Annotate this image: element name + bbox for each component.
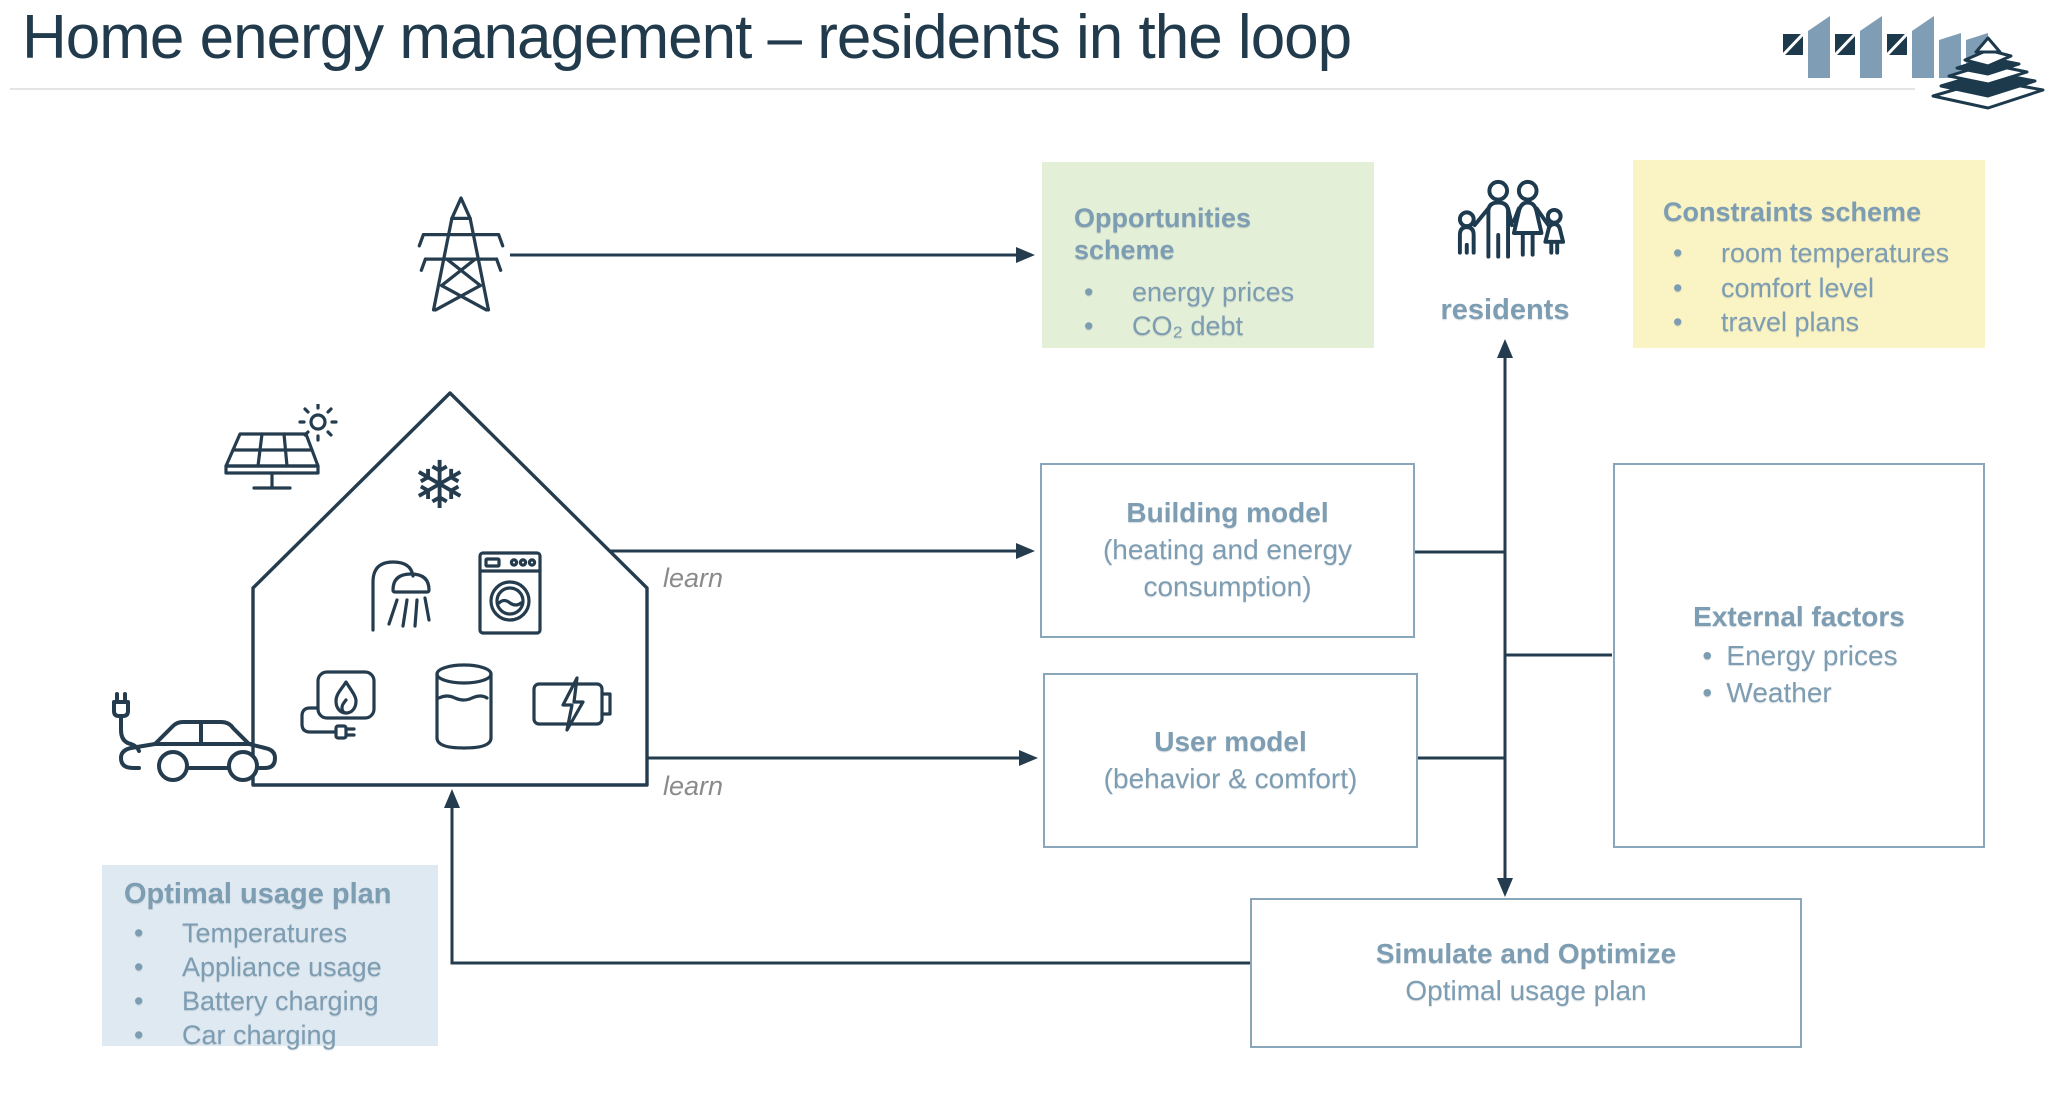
- water-tank-icon: [435, 663, 493, 750]
- arrow-feedback-to-house: [444, 789, 1250, 965]
- bullet-item: room temperatures: [1663, 236, 1967, 271]
- snowflake-icon: ❄: [412, 448, 468, 522]
- building-model-box: Building model (heating and energy consu…: [1040, 463, 1415, 638]
- external-factors-bullets: Energy pricesWeather: [1700, 638, 1897, 712]
- heater-plug-icon: [300, 670, 376, 740]
- opportunities-bullets: energy pricesCO₂ debt: [1074, 275, 1356, 344]
- simulate-optimize-subtitle: Optimal usage plan: [1405, 975, 1647, 1006]
- constraints-bullets: room temperaturescomfort leveltravel pla…: [1663, 236, 1967, 340]
- constraints-title: Constraints scheme: [1663, 197, 1922, 227]
- washing-machine-icon: [478, 551, 542, 635]
- bullet-item: Energy prices: [1700, 638, 1897, 675]
- learn-label-bottom: learn: [663, 771, 724, 801]
- simulate-optimize-title: Simulate and Optimize: [1375, 938, 1677, 970]
- bullet-item: energy prices: [1074, 275, 1356, 310]
- simulate-optimize-box: Simulate and Optimize Optimal usage plan: [1250, 898, 1802, 1048]
- user-model-box: User model (behavior & comfort): [1043, 673, 1418, 848]
- optimal-usage-plan-title: Optimal usage plan: [124, 878, 392, 910]
- bullet-item: Appliance usage: [124, 950, 424, 984]
- pyramid-logo-icon: [1931, 36, 2045, 110]
- bullet-item: Battery charging: [124, 984, 424, 1018]
- building-model-subtitle: (heating and energy consumption): [1102, 534, 1353, 602]
- title-divider: [10, 88, 1915, 90]
- house-icon: [251, 391, 649, 787]
- electric-car-icon: [112, 692, 277, 782]
- optimal-usage-plan-bullets: TemperaturesAppliance usageBattery charg…: [124, 916, 424, 1052]
- learn-label-top: learn: [663, 563, 724, 593]
- external-factors-title: External factors: [1693, 601, 1905, 633]
- solar-panel-icon: [224, 404, 338, 490]
- bullet-item: travel plans: [1663, 305, 1967, 340]
- user-model-subtitle: (behavior & comfort): [1103, 762, 1358, 794]
- bullet-item: CO₂ debt: [1074, 309, 1356, 344]
- external-factors-box: External factors Energy pricesWeather: [1613, 463, 1985, 848]
- constraints-box: Constraints scheme room temperaturescomf…: [1633, 160, 1985, 348]
- optimal-usage-plan-box: Optimal usage plan TemperaturesAppliance…: [102, 865, 438, 1052]
- bullet-item: comfort level: [1663, 271, 1967, 306]
- bullet-item: Weather: [1700, 675, 1897, 712]
- shower-icon: [371, 560, 431, 632]
- user-model-title: User model: [1154, 725, 1307, 757]
- family-icon: [1457, 179, 1566, 259]
- bullet-item: Temperatures: [124, 916, 424, 950]
- residents-label: residents: [1440, 294, 1570, 326]
- company-logo: [1783, 16, 2045, 110]
- building-model-title: Building model: [1126, 497, 1329, 529]
- opportunities-box: Opportunities scheme energy pricesCO₂ de…: [1042, 162, 1374, 348]
- battery-icon: [532, 676, 612, 732]
- bullet-item: Car charging: [124, 1018, 424, 1052]
- opportunities-title: Opportunities scheme: [1074, 203, 1251, 266]
- page-title: Home energy management – residents in th…: [22, 3, 1352, 72]
- power-tower-icon: [417, 196, 505, 312]
